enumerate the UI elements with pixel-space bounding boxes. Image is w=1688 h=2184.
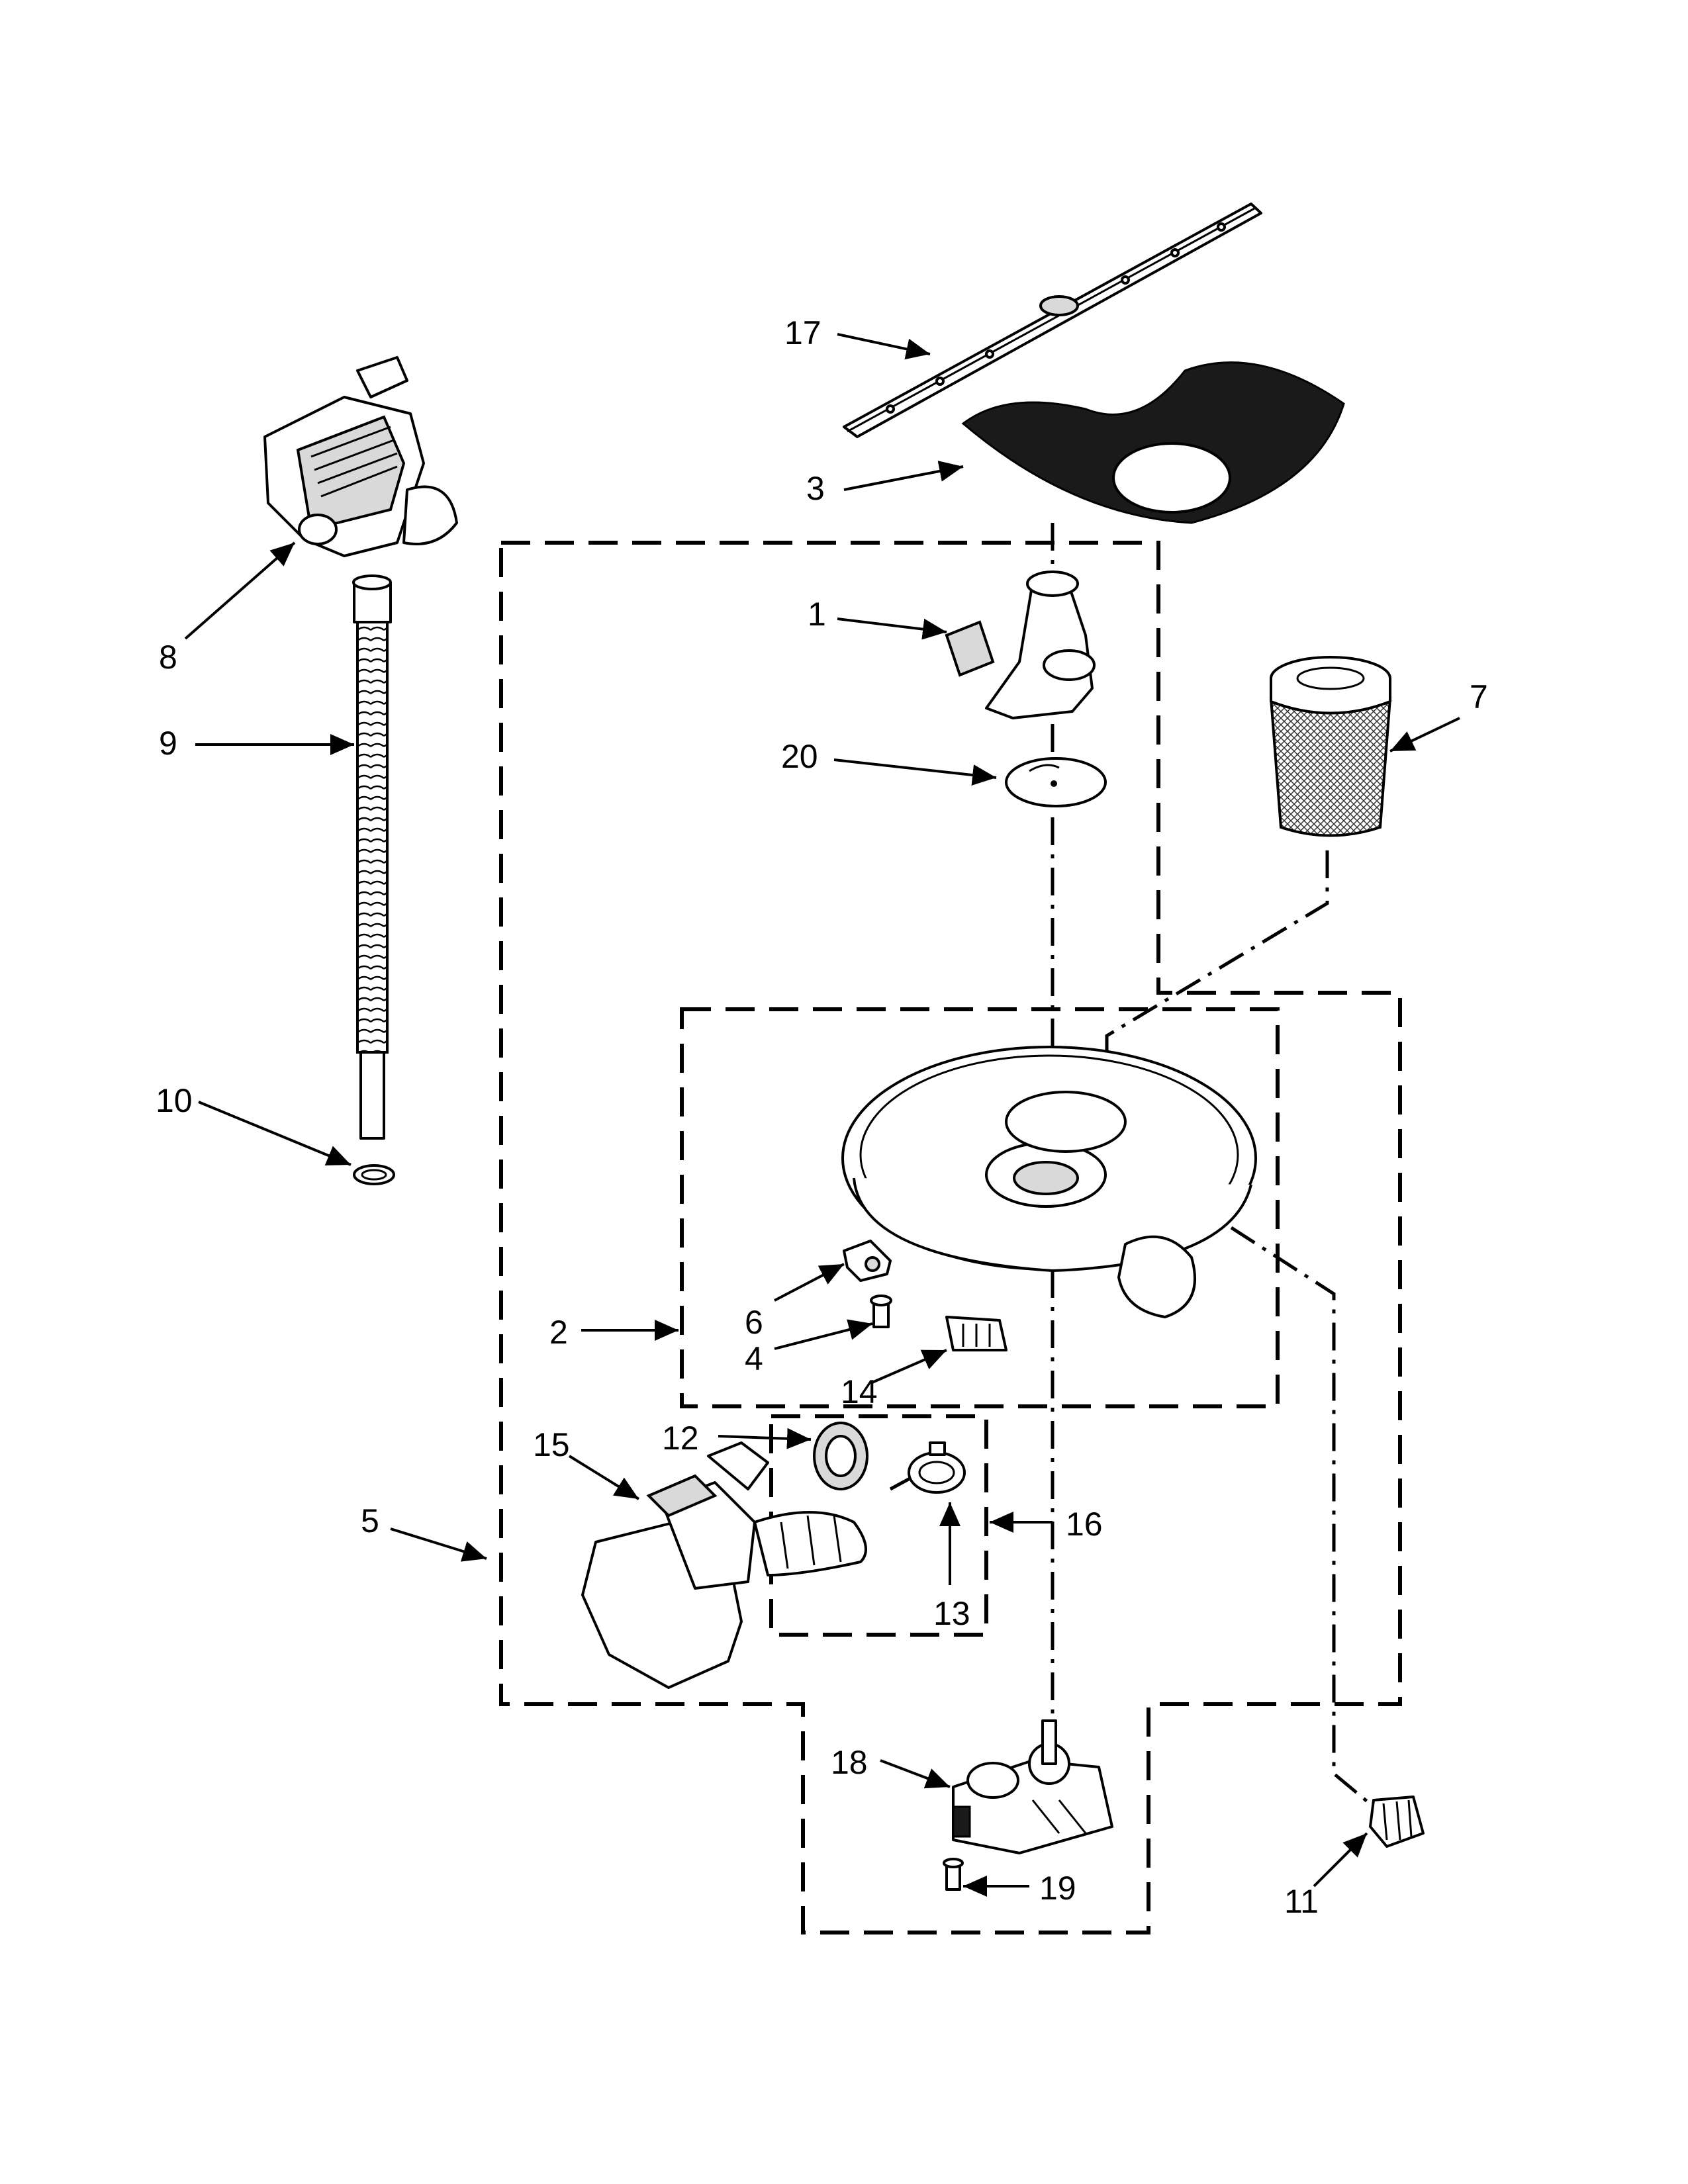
- callout-9: 9: [159, 725, 177, 762]
- callout-7: 7: [1470, 678, 1488, 715]
- circulation-pump-part: [581, 1441, 867, 1689]
- hose-clamp-part: [353, 1164, 395, 1185]
- drain-pump-part: [263, 356, 458, 557]
- callout-17: 17: [784, 314, 821, 351]
- callout-12: 12: [662, 1420, 699, 1457]
- callout-13: 13: [933, 1595, 970, 1632]
- callout-4: 4: [745, 1340, 763, 1377]
- callout-15: 15: [533, 1426, 570, 1463]
- diverter-disk-part: [1005, 757, 1107, 807]
- callout-2: 2: [549, 1314, 568, 1351]
- callout-10: 10: [156, 1082, 193, 1119]
- connector-part: [945, 1316, 1008, 1351]
- outer-assembly-boundary: [499, 541, 1402, 1934]
- seal-part: [813, 1422, 868, 1490]
- callout-6: 6: [745, 1304, 763, 1341]
- callout-1: 1: [808, 596, 826, 633]
- callout-14: 14: [841, 1373, 878, 1410]
- pump-clamp-part: [908, 1441, 966, 1494]
- sump-assembly-boundary: [680, 1007, 1280, 1408]
- screw-part: [870, 1295, 892, 1328]
- temperature-sensor-part: [1369, 1796, 1425, 1848]
- spray-arm-part: [843, 203, 1262, 438]
- callout-5: 5: [361, 1502, 379, 1539]
- callout-16: 16: [1066, 1506, 1103, 1543]
- diverter-housing-part: [945, 570, 1096, 719]
- callout-11: 11: [1284, 1883, 1319, 1920]
- bracket-part: [843, 1240, 892, 1282]
- callout-20: 20: [781, 738, 818, 775]
- callout-3: 3: [806, 470, 825, 507]
- motor-screw-part: [943, 1858, 964, 1891]
- sump-part: [841, 1046, 1257, 1318]
- drain-hose-part: [352, 574, 392, 1140]
- callout-labels: 17 3 1 20 7 8 9 10 6 2 4 14 12 15 16 13 …: [156, 314, 1488, 1920]
- leader-arrows: [184, 333, 1460, 1897]
- callout-18: 18: [831, 1744, 868, 1781]
- spray-shield-part: [961, 361, 1345, 524]
- callout-19: 19: [1039, 1870, 1076, 1907]
- callout-8: 8: [159, 639, 177, 676]
- filter-part: [1269, 656, 1392, 837]
- diverter-motor-part: [952, 1719, 1113, 1854]
